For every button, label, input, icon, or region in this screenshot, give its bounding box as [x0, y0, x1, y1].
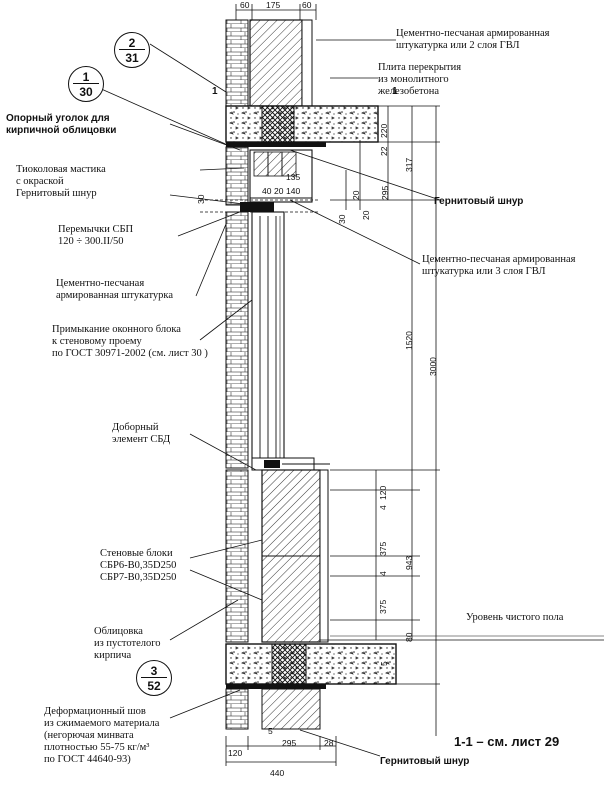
dim-22: 22	[379, 146, 389, 156]
dim-bottom-120: 120	[228, 748, 243, 758]
dim-40: 40	[262, 186, 272, 196]
dim-bottom-28: 28	[324, 738, 334, 748]
dim-inner-30: 30	[196, 194, 206, 204]
lower-wall	[225, 469, 329, 643]
bottom-dimensions	[225, 736, 337, 766]
dim-20-b: 20	[361, 210, 371, 220]
dim-1520: 1520	[404, 331, 414, 350]
label-gernit-left: Гернитовый шнур	[16, 188, 97, 199]
lower-slab	[225, 635, 604, 730]
dim-943: 943	[404, 555, 414, 570]
dim-375-a: 375	[378, 541, 388, 556]
leader-lines	[89, 39, 441, 757]
dim-80: 80	[404, 632, 414, 642]
section-mark-left: 1	[212, 86, 218, 97]
dim-top-175: 175	[266, 0, 281, 10]
dim-3000: 3000	[428, 357, 438, 376]
dim-140: 140	[286, 186, 301, 196]
dim-4-a: 4	[378, 505, 388, 510]
section-mark-right: 1	[392, 86, 398, 97]
dim-5: 5	[379, 661, 389, 666]
dim-120: 120	[378, 485, 388, 500]
dim-30: 30	[337, 214, 347, 224]
label-floor-level: Уровень чистого пола	[466, 612, 564, 623]
dim-bottom-295: 295	[282, 738, 297, 748]
label-gernit-right: Гернитовый шнур	[434, 196, 524, 207]
dim-20-a: 20	[351, 190, 361, 200]
dim-4-b: 4	[378, 571, 388, 576]
dim-135: 135	[286, 172, 301, 182]
dim-bottom-440: 440	[270, 768, 285, 778]
dim-bottom-5: 5	[268, 726, 273, 736]
dim-375-b: 375	[378, 599, 388, 614]
dim-317: 317	[404, 157, 414, 172]
dim-inner-20: 20	[274, 186, 284, 196]
lintel-zone	[225, 146, 313, 212]
right-dimensions	[200, 105, 440, 736]
dim-top-60-right: 60	[302, 0, 312, 10]
label-gernit-bottom: Гернитовый шнур	[380, 756, 470, 767]
dim-top-60-left: 60	[240, 0, 250, 10]
dim-295: 295	[380, 185, 390, 200]
window-block	[225, 211, 330, 471]
upper-slab	[225, 105, 379, 147]
dim-220: 220	[379, 123, 389, 138]
top-dimension	[235, 4, 317, 20]
section-reference: 1-1 – см. лист 29	[454, 734, 560, 749]
upper-wall	[225, 19, 313, 107]
